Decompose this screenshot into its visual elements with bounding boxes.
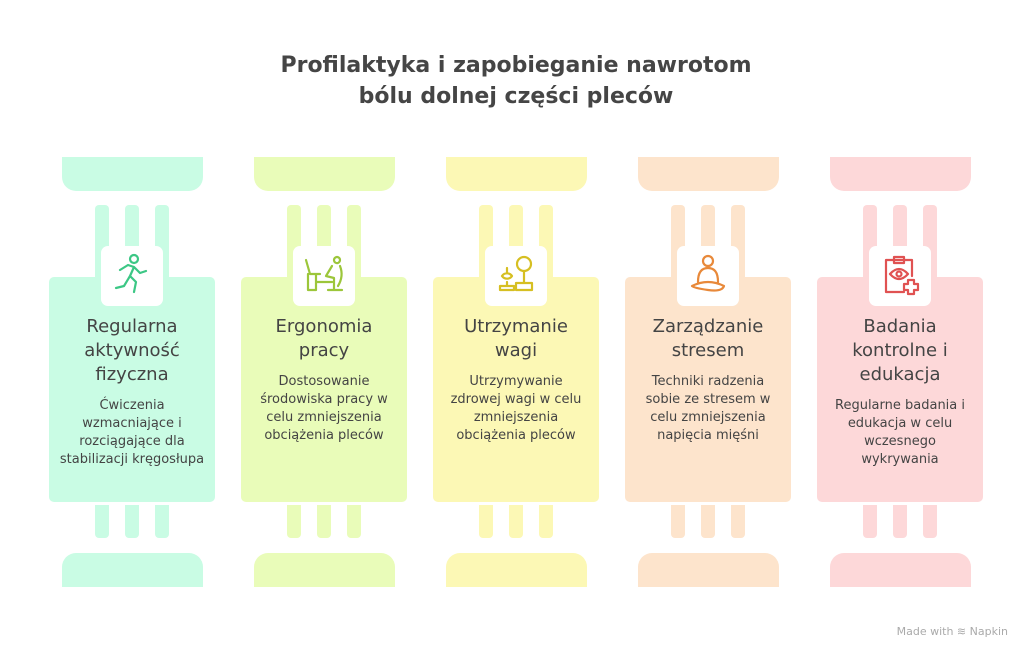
bottom-cap xyxy=(638,553,779,587)
bottom-pillar xyxy=(347,505,361,538)
bottom-pillar xyxy=(923,505,937,538)
column-card: Utrzymanie wagi Utrzymywanie zdrowej wag… xyxy=(433,277,599,502)
column-5: Badania kontrolne i edukacja Regularne b… xyxy=(817,0,983,660)
bottom-pillar xyxy=(155,505,169,538)
icon-box xyxy=(101,246,163,306)
bottom-pillar xyxy=(287,505,301,538)
column-title: Utrzymanie wagi xyxy=(464,316,568,361)
column-card: Badania kontrolne i edukacja Regularne b… xyxy=(817,277,983,502)
bottom-cap xyxy=(254,553,395,587)
top-cap xyxy=(254,157,395,191)
column-card: Ergonomia pracy Dostosowanie środowiska … xyxy=(241,277,407,502)
top-cap xyxy=(830,157,971,191)
bottom-cap xyxy=(446,553,587,587)
title-line-1: Profilaktyka i zapobieganie nawrotom xyxy=(280,53,752,78)
bottom-pillar xyxy=(125,505,139,538)
icon-box xyxy=(485,246,547,306)
bottom-pillar xyxy=(539,505,553,538)
icon-box xyxy=(677,246,739,306)
column-description: Regularne badania i edukacja w celu wcze… xyxy=(835,398,965,467)
running-person-icon xyxy=(110,252,154,300)
napkin-credit: Made with ≋ Napkin xyxy=(896,625,1008,638)
bottom-pillar xyxy=(701,505,715,538)
column-description: Dostosowanie środowiska pracy w celu zmn… xyxy=(260,374,388,443)
bottom-cap xyxy=(62,553,203,587)
column-title: Regularna aktywność fizyczna xyxy=(84,316,180,385)
bottom-pillar xyxy=(671,505,685,538)
page-title: Profilaktyka i zapobieganie nawrotom ból… xyxy=(0,50,1032,112)
top-cap xyxy=(446,157,587,191)
column-description: Techniki radzenia sobie ze stresem w cel… xyxy=(645,374,771,443)
bottom-pillar xyxy=(863,505,877,538)
bottom-pillar xyxy=(317,505,331,538)
column-2: Ergonomia pracy Dostosowanie środowiska … xyxy=(241,0,407,660)
bottom-pillar xyxy=(731,505,745,538)
column-card: Zarządzanie stresem Techniki radzenia so… xyxy=(625,277,791,502)
icon-box xyxy=(869,246,931,306)
top-cap xyxy=(638,157,779,191)
clipboard-eye-icon xyxy=(878,252,922,300)
column-card: Regularna aktywność fizyczna Ćwiczenia w… xyxy=(49,277,215,502)
meditation-icon xyxy=(686,252,730,300)
column-title: Ergonomia pracy xyxy=(275,316,373,361)
desk-worker-icon xyxy=(302,252,346,300)
column-4: Zarządzanie stresem Techniki radzenia so… xyxy=(625,0,791,660)
bottom-pillar xyxy=(509,505,523,538)
icon-box xyxy=(293,246,355,306)
bottom-pillar xyxy=(479,505,493,538)
bottom-pillar xyxy=(893,505,907,538)
column-description: Ćwiczenia wzmacniające i rozciągające dl… xyxy=(59,398,205,467)
column-3: Utrzymanie wagi Utrzymywanie zdrowej wag… xyxy=(433,0,599,660)
title-line-2: bólu dolnej części pleców xyxy=(358,84,674,109)
scale-apple-icon xyxy=(494,252,538,300)
bottom-cap xyxy=(830,553,971,587)
column-title: Badania kontrolne i edukacja xyxy=(852,316,948,385)
top-cap xyxy=(62,157,203,191)
column-title: Zarządzanie stresem xyxy=(652,316,764,361)
bottom-pillar xyxy=(95,505,109,538)
column-description: Utrzymywanie zdrowej wagi w celu zmniejs… xyxy=(450,374,582,443)
column-1: Regularna aktywność fizyczna Ćwiczenia w… xyxy=(49,0,215,660)
